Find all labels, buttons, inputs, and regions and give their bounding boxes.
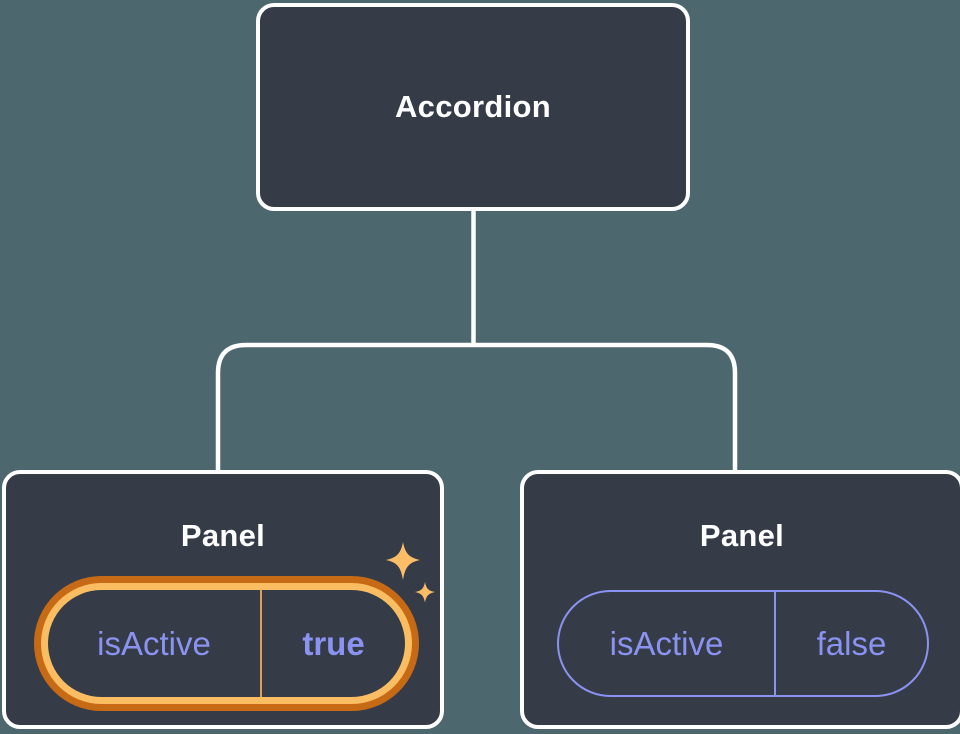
- state-pill-inactive: isActive false: [557, 590, 929, 697]
- tree-node-accordion: Accordion: [256, 3, 690, 211]
- state-name-label: isActive: [609, 624, 724, 662]
- tree-node-panel-active: Panel isActive true: [2, 470, 444, 729]
- state-value-label: false: [816, 624, 887, 662]
- panel-label: Panel: [180, 518, 266, 553]
- accordion-label: Accordion: [395, 89, 551, 124]
- state-value-label: true: [302, 624, 365, 662]
- tree-node-panel-inactive: Panel isActive false: [520, 470, 960, 729]
- state-value: true: [262, 590, 405, 697]
- panel-label: Panel: [699, 518, 785, 553]
- state-name: isActive: [48, 590, 262, 697]
- state-pill-active: isActive true: [48, 590, 405, 697]
- state-name: isActive: [559, 592, 776, 695]
- state-value: false: [776, 592, 927, 695]
- state-name-label: isActive: [97, 624, 211, 662]
